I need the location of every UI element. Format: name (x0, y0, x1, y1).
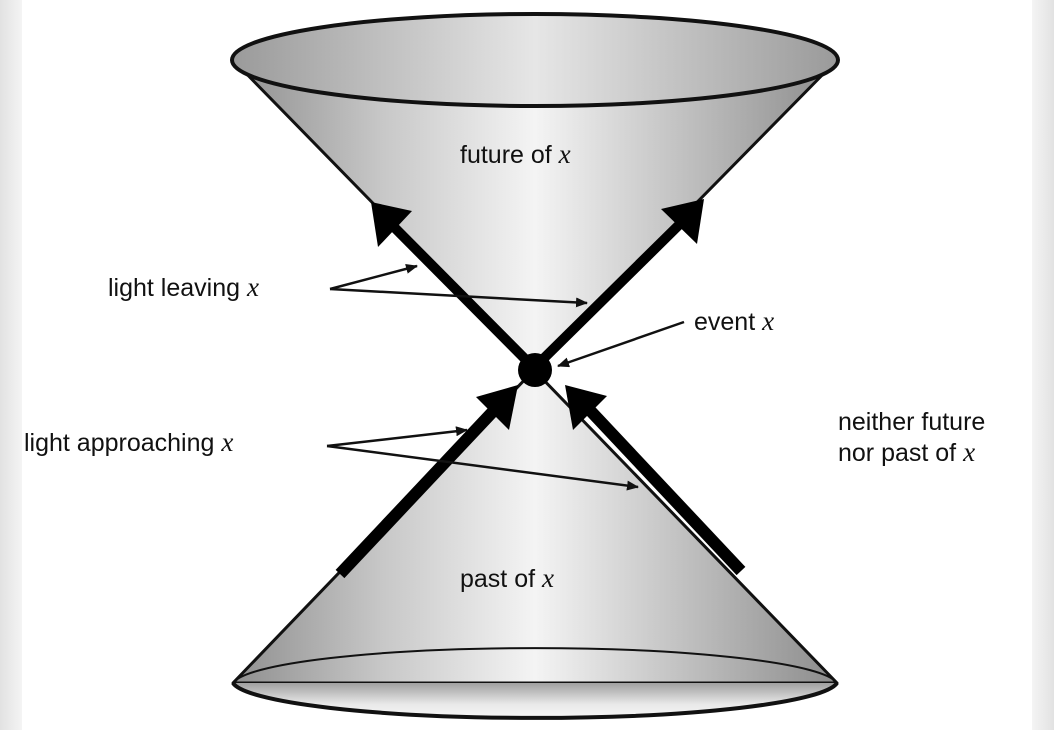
future-label-variable: x (559, 139, 571, 169)
light-approaching-label-variable: x (221, 427, 233, 457)
neither-future-nor-past-label: neither future nor past of x (838, 408, 985, 468)
event-x-label: event x (694, 306, 774, 337)
event-label-variable: x (762, 306, 774, 336)
past-label-text: past of (460, 565, 542, 593)
light-leaving-label-variable: x (247, 272, 259, 302)
light-approaching-label: light approaching x (24, 427, 233, 458)
future-label-text: future of (460, 141, 559, 169)
light-approaching-label-text: light approaching (24, 429, 221, 457)
neither-line-1: neither future (838, 408, 985, 437)
event-point (518, 353, 552, 387)
event-label-text: event (694, 308, 762, 336)
neither-line-2: nor past of x (838, 437, 985, 468)
neither-line-2-text: nor past of (838, 439, 963, 467)
future-of-x-label: future of x (460, 139, 571, 170)
past-of-x-label: past of x (460, 563, 554, 594)
light-leaving-label: light leaving x (108, 272, 259, 303)
neither-label-variable: x (963, 437, 975, 467)
light-leaving-label-text: light leaving (108, 274, 247, 302)
past-cone (233, 370, 837, 718)
past-label-variable: x (542, 563, 554, 593)
